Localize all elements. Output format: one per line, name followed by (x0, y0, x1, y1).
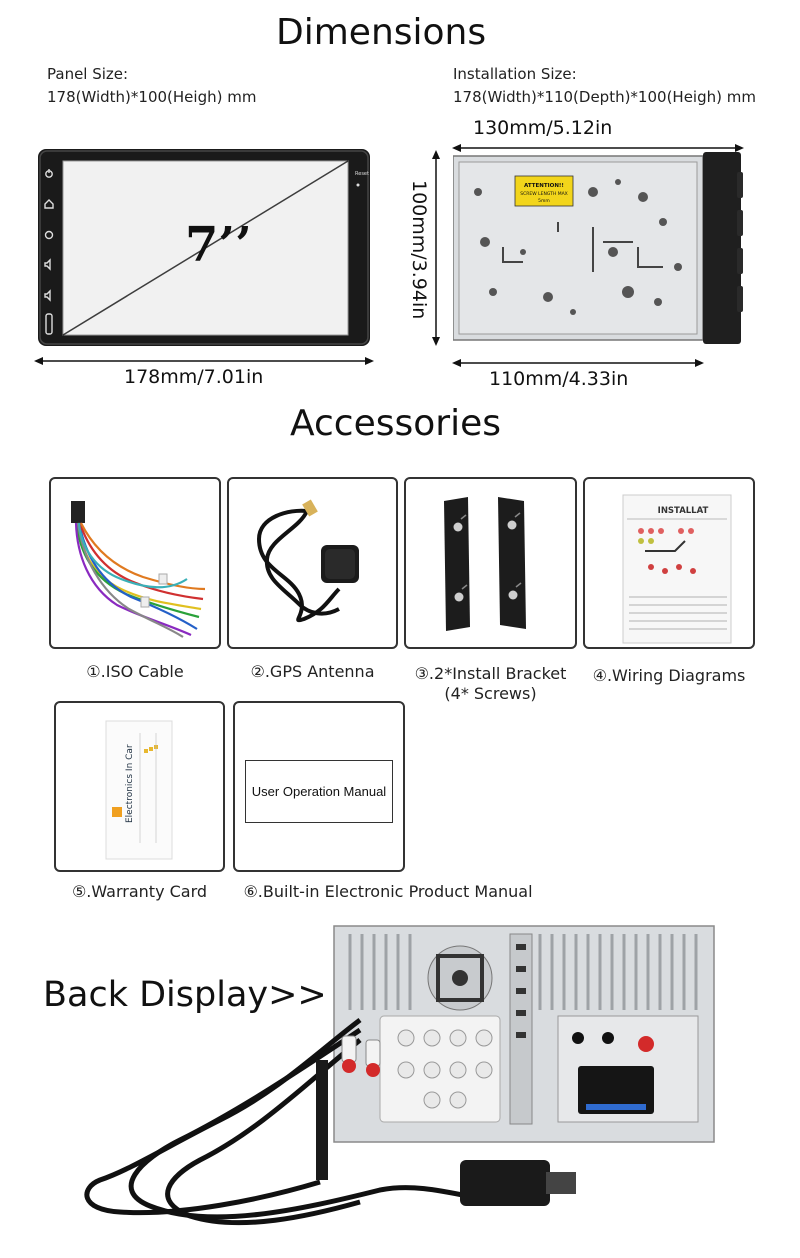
install-bracket-caption: ③.2*Install Bracket (414, 664, 567, 683)
chassis-height-arrow (430, 150, 442, 346)
chassis-depth-label: 110mm/4.33in (489, 368, 629, 390)
svg-text:5mm: 5mm (538, 198, 550, 204)
gps-antenna-caption: ②.GPS Antenna (250, 662, 375, 681)
back-display-title: Back Display>> (43, 975, 327, 1015)
manual-card: User Operation Manual (233, 701, 405, 872)
chassis-width-arrow (452, 139, 744, 152)
panel-front-image: Reset (38, 149, 370, 346)
chassis-side-image: ATTENTION!! SCREW LENGTH MAX 5mm (452, 152, 743, 344)
chassis-width-label: 130mm/5.12in (473, 117, 613, 139)
panel-size-label: Panel Size: (47, 65, 129, 83)
screen-size-label: 7’’ (185, 217, 252, 273)
wiring-diagram-icon: INSTALLAT (622, 494, 732, 644)
gps-antenna-icon (256, 499, 359, 623)
iso-cable-card (49, 477, 221, 649)
install-bracket-card (404, 477, 577, 649)
chassis-height-label: 100mm/3.94in (408, 180, 430, 320)
dimensions-title: Dimensions (276, 12, 487, 53)
panel-width-label: 178mm/7.01in (124, 366, 264, 388)
manual-label: User Operation Manual (251, 784, 387, 799)
wiring-diagram-caption: ④.Wiring Diagrams (592, 666, 746, 685)
warranty-card-card: Electronics In Car (54, 701, 225, 872)
iso-cable-icon (71, 501, 206, 638)
accessories-title: Accessories (290, 403, 501, 444)
wiring-heading: INSTALLAT (658, 506, 709, 516)
back-display-image (60, 920, 720, 1248)
install-bracket-caption-sub: (4* Screws) (444, 684, 537, 703)
manual-icon: User Operation Manual (245, 760, 393, 823)
panel-size-value: 178(Width)*100(Heigh) mm (47, 88, 257, 106)
warranty-card-caption: ⑤.Warranty Card (71, 882, 208, 901)
warranty-text: Electronics In Car (125, 744, 135, 823)
svg-text:ATTENTION!!: ATTENTION!! (524, 183, 564, 189)
warranty-card-icon: Electronics In Car (105, 720, 173, 860)
iso-cable-caption: ①.ISO Cable (86, 662, 184, 681)
gps-antenna-card (227, 477, 398, 649)
installation-size-value: 178(Width)*110(Depth)*100(Heigh) mm (453, 88, 756, 106)
chassis-depth-arrow (452, 354, 704, 367)
svg-text:Reset: Reset (355, 171, 369, 177)
installation-size-label: Installation Size: (453, 65, 577, 83)
install-bracket-icon (444, 497, 526, 631)
svg-text:SCREW LENGTH MAX: SCREW LENGTH MAX (520, 191, 568, 197)
panel-width-arrow (34, 352, 374, 365)
manual-caption: ⑥.Built-in Electronic Product Manual (243, 882, 533, 901)
wiring-diagram-card: INSTALLAT (583, 477, 755, 649)
